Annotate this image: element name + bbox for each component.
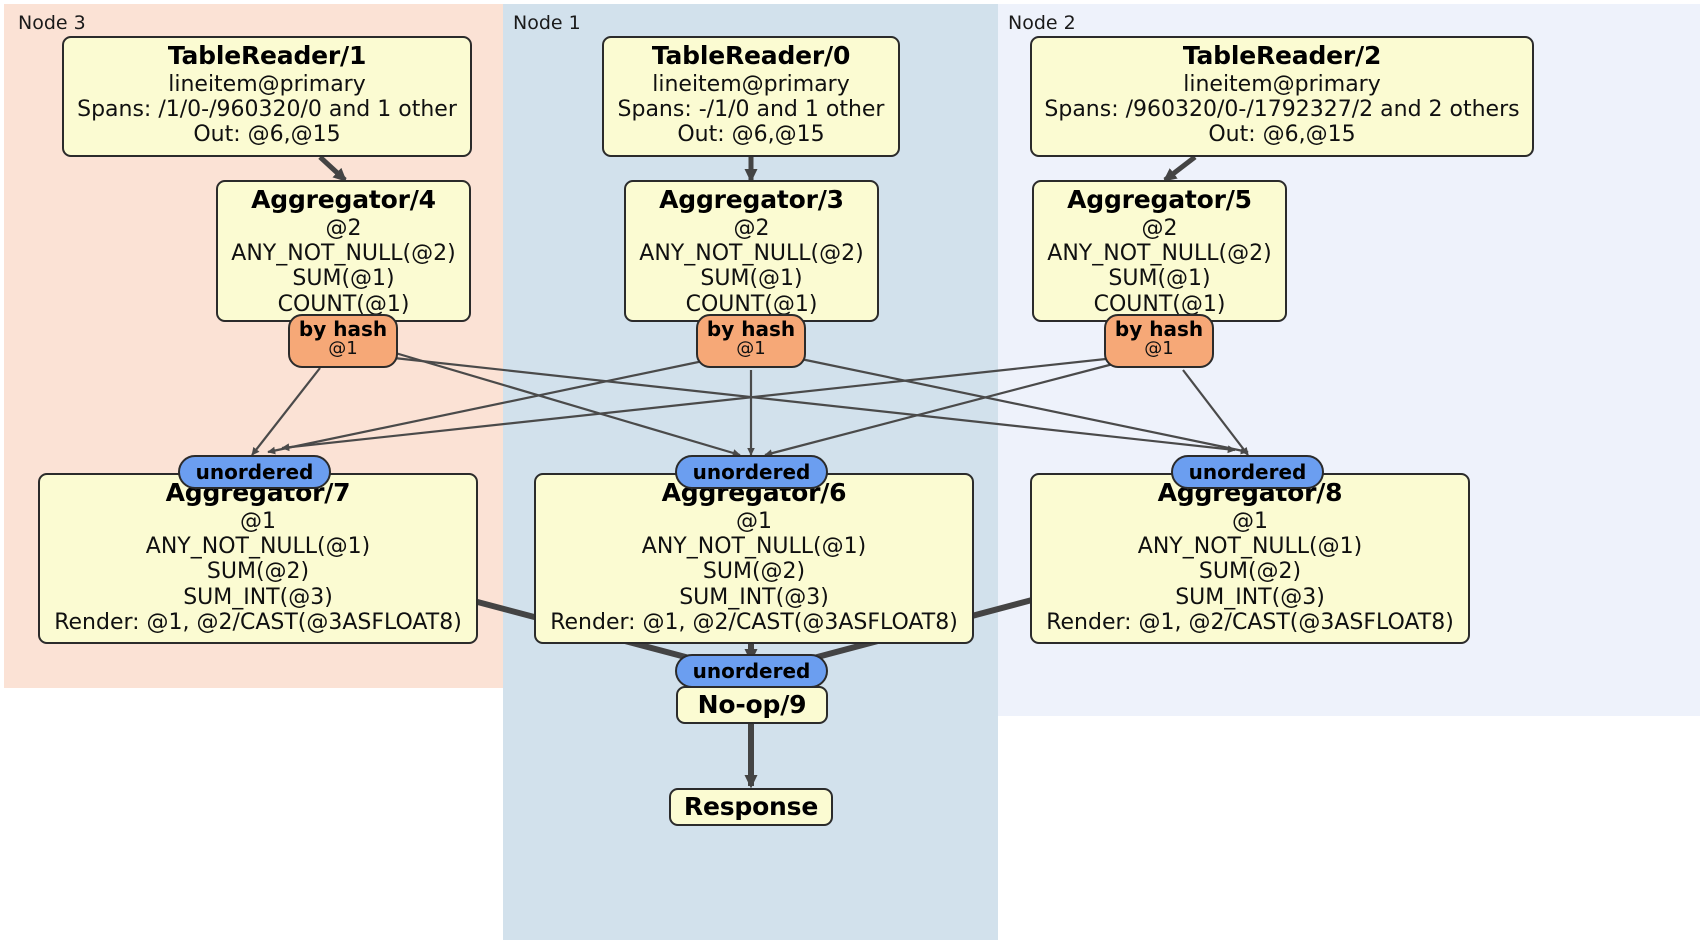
processor-noop-9[interactable]: No-op/9 bbox=[676, 686, 828, 724]
processor-line: Out: @6,@15 bbox=[677, 122, 825, 148]
processor-line: SUM(@2) bbox=[702, 559, 806, 585]
processor-line: @1 bbox=[240, 508, 276, 534]
processor-aggregator-6[interactable]: Aggregator/6 @1 ANY_NOT_NULL(@1) SUM(@2)… bbox=[534, 473, 974, 644]
processor-line: Spans: /1/0-/960320/0 and 1 other bbox=[77, 97, 457, 123]
processor-line: @2 bbox=[733, 215, 770, 241]
processor-table-reader-1[interactable]: TableReader/1 lineitem@primary Spans: /1… bbox=[62, 36, 472, 157]
badge-label: unordered bbox=[692, 658, 811, 683]
processor-line: Render: @1, @2/CAST(@3ASFLOAT8) bbox=[54, 609, 462, 635]
badge-unordered-center[interactable]: unordered bbox=[675, 455, 828, 489]
badge-by-hash-center[interactable]: by hash @1 bbox=[696, 314, 806, 368]
processor-line: COUNT(@1) bbox=[277, 291, 410, 317]
badge-by-hash-left[interactable]: by hash @1 bbox=[288, 314, 398, 368]
badge-label: by hash bbox=[706, 317, 796, 341]
processor-aggregator-8[interactable]: Aggregator/8 @1 ANY_NOT_NULL(@1) SUM(@2)… bbox=[1030, 473, 1470, 644]
processor-line: ANY_NOT_NULL(@1) bbox=[1137, 534, 1363, 560]
processor-line: SUM(@1) bbox=[292, 266, 395, 292]
badge-label: unordered bbox=[692, 459, 811, 484]
processor-line: @2 bbox=[325, 215, 362, 241]
badge-label: by hash bbox=[1114, 317, 1204, 341]
processor-title: No-op/9 bbox=[697, 689, 807, 719]
processor-line: SUM(@2) bbox=[206, 559, 310, 585]
badge-sublabel: @1 bbox=[328, 338, 358, 359]
processor-line: COUNT(@1) bbox=[1093, 291, 1226, 317]
processor-aggregator-5[interactable]: Aggregator/5 @2 ANY_NOT_NULL(@2) SUM(@1)… bbox=[1032, 180, 1287, 322]
node-label-node1: Node 1 bbox=[513, 12, 581, 34]
processor-title: Response bbox=[683, 791, 819, 821]
processor-line: Render: @1, @2/CAST(@3ASFLOAT8) bbox=[1046, 609, 1454, 635]
node-label-node2: Node 2 bbox=[1008, 12, 1076, 34]
processor-aggregator-4[interactable]: Aggregator/4 @2 ANY_NOT_NULL(@2) SUM(@1)… bbox=[216, 180, 471, 322]
badge-unordered-left[interactable]: unordered bbox=[178, 455, 331, 489]
badge-unordered-right[interactable]: unordered bbox=[1171, 455, 1324, 489]
processor-line: Spans: /960320/0-/1792327/2 and 2 others bbox=[1044, 97, 1520, 123]
processor-line: @1 bbox=[736, 508, 772, 534]
processor-line: COUNT(@1) bbox=[685, 291, 818, 317]
processor-line: Out: @6,@15 bbox=[193, 122, 341, 148]
processor-table-reader-2[interactable]: TableReader/2 lineitem@primary Spans: /9… bbox=[1030, 36, 1534, 157]
processor-table-reader-0[interactable]: TableReader/0 lineitem@primary Spans: -/… bbox=[602, 36, 900, 157]
processor-line: ANY_NOT_NULL(@2) bbox=[231, 241, 456, 267]
badge-label: unordered bbox=[1188, 459, 1307, 484]
processor-line: Out: @6,@15 bbox=[1208, 122, 1356, 148]
processor-title: TableReader/2 bbox=[1182, 41, 1382, 70]
processor-title: TableReader/1 bbox=[167, 41, 367, 70]
processor-line: ANY_NOT_NULL(@1) bbox=[145, 534, 371, 560]
processor-line: ANY_NOT_NULL(@2) bbox=[1047, 241, 1272, 267]
processor-line: ANY_NOT_NULL(@1) bbox=[641, 534, 867, 560]
processor-aggregator-7[interactable]: Aggregator/7 @1 ANY_NOT_NULL(@1) SUM(@2)… bbox=[38, 473, 478, 644]
processor-line: SUM(@2) bbox=[1198, 559, 1302, 585]
processor-line: SUM(@1) bbox=[700, 266, 803, 292]
processor-title: Aggregator/4 bbox=[251, 185, 436, 214]
processor-line: SUM(@1) bbox=[1108, 266, 1211, 292]
processor-line: Render: @1, @2/CAST(@3ASFLOAT8) bbox=[550, 609, 958, 635]
processor-line: @1 bbox=[1232, 508, 1268, 534]
processor-line: SUM_INT(@3) bbox=[679, 584, 829, 610]
processor-line: @2 bbox=[1141, 215, 1178, 241]
badge-label: unordered bbox=[195, 459, 314, 484]
badge-label: by hash bbox=[298, 317, 388, 341]
processor-title: TableReader/0 bbox=[651, 41, 851, 70]
badge-sublabel: @1 bbox=[736, 338, 766, 359]
badge-by-hash-right[interactable]: by hash @1 bbox=[1104, 314, 1214, 368]
processor-line: ANY_NOT_NULL(@2) bbox=[639, 241, 864, 267]
processor-title: Aggregator/3 bbox=[659, 185, 844, 214]
badge-unordered-final[interactable]: unordered bbox=[675, 654, 828, 688]
node-label-node3: Node 3 bbox=[18, 12, 86, 34]
processor-line: lineitem@primary bbox=[1183, 71, 1381, 97]
badge-sublabel: @1 bbox=[1144, 338, 1174, 359]
processor-response[interactable]: Response bbox=[669, 788, 833, 826]
processor-line: SUM_INT(@3) bbox=[1175, 584, 1325, 610]
processor-line: Spans: -/1/0 and 1 other bbox=[617, 97, 885, 123]
processor-line: SUM_INT(@3) bbox=[183, 584, 333, 610]
processor-title: Aggregator/5 bbox=[1067, 185, 1252, 214]
processor-line: lineitem@primary bbox=[652, 71, 850, 97]
processor-aggregator-3[interactable]: Aggregator/3 @2 ANY_NOT_NULL(@2) SUM(@1)… bbox=[624, 180, 879, 322]
processor-line: lineitem@primary bbox=[168, 71, 366, 97]
